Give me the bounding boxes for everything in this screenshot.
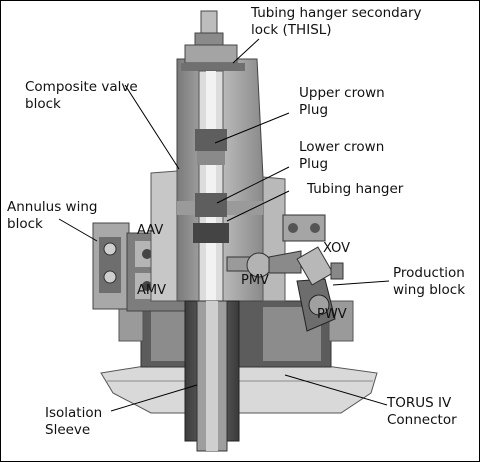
lower-crown-line1: Lower crown xyxy=(299,139,385,155)
torus-line2: Connector xyxy=(387,412,457,428)
production-wing-line2: wing block xyxy=(393,282,466,298)
lower-crown-line2: Plug xyxy=(299,156,329,172)
production-wing-block-shape xyxy=(226,214,344,332)
leader-tubing-hanger xyxy=(226,190,290,222)
leader-composite xyxy=(124,84,180,170)
leader-torus xyxy=(284,374,388,406)
thisl-label-line2: lock (THISL) xyxy=(251,22,332,38)
thisl-label: Tubing hanger secondary lock (THISL) xyxy=(251,5,422,39)
leader-lines xyxy=(58,38,390,412)
leader-annulus-wing xyxy=(58,218,98,242)
amv-tag: AMV xyxy=(137,283,167,298)
upper-crown-line1: Upper crown xyxy=(299,85,385,101)
composite-label-line1: Composite valve xyxy=(25,79,138,95)
annulus-wing-block-label: Annulus wing block xyxy=(7,199,97,233)
leader-thisl xyxy=(232,38,260,64)
leader-production-wing xyxy=(332,280,390,286)
isolation-line2: Sleeve xyxy=(45,422,91,438)
leader-isolation xyxy=(110,384,198,412)
aav-tag: AAV xyxy=(137,223,164,238)
leader-upper-crown xyxy=(214,112,290,144)
upper-crown-line2: Plug xyxy=(299,102,329,118)
annulus-wing-line1: Annulus wing xyxy=(7,199,98,215)
tubing-hanger-label: Tubing hanger xyxy=(307,181,404,197)
lower-crown-plug-label: Lower crown Plug xyxy=(299,139,384,173)
leader-lower-crown xyxy=(216,166,290,204)
production-wing-line1: Production xyxy=(393,265,465,281)
upper-crown-plug-label: Upper crown Plug xyxy=(299,85,385,119)
isolation-sleeve-label: Isolation Sleeve xyxy=(45,405,102,439)
isolation-line1: Isolation xyxy=(45,405,103,421)
isolation-sleeve-shape xyxy=(184,300,240,452)
production-wing-block-label: Production wing block xyxy=(393,265,465,299)
torus-line1: TORUS IV xyxy=(387,395,452,411)
xov-tag: XOV xyxy=(323,241,350,256)
torus-connector-label: TORUS IV Connector xyxy=(387,395,457,429)
composite-label-line2: block xyxy=(25,96,61,112)
pmv-tag: PMV xyxy=(241,273,269,288)
thisl-cap-shape xyxy=(181,10,245,71)
annulus-wing-line2: block xyxy=(7,216,43,232)
composite-valve-label: Composite valve block xyxy=(25,79,138,113)
pwv-tag: PWV xyxy=(317,307,347,322)
thisl-label-line1: Tubing hanger secondary xyxy=(251,5,422,21)
